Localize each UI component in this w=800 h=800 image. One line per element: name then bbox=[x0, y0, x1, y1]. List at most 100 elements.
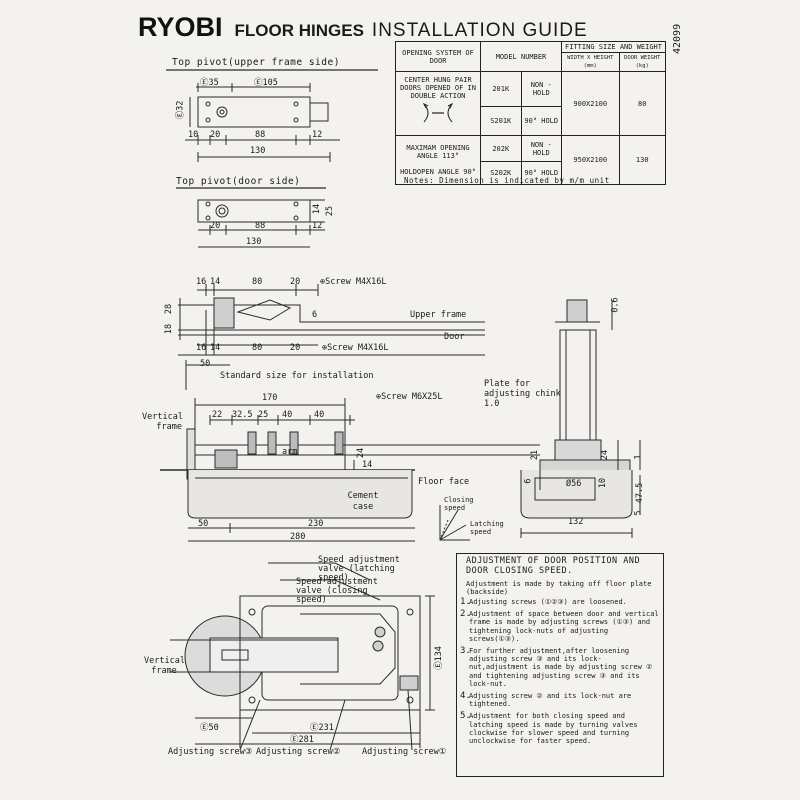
dim-side-1: 1 bbox=[633, 454, 644, 460]
group2-desc-cell: MAXIMAM OPENING ANGLE 113° HOLDOPEN ANGL… bbox=[395, 135, 481, 185]
adjusting-screw-3-label: Adjusting screw③ bbox=[168, 747, 253, 757]
dim-10: 10 bbox=[188, 130, 199, 140]
dim-door-14: 14 bbox=[312, 203, 323, 215]
dim-12: 12 bbox=[312, 130, 323, 140]
step-text: Adjusting screws (①②③) are loosened. bbox=[469, 598, 627, 606]
adjusting-screw-2-label: Adjusting screw② bbox=[256, 747, 341, 757]
dim-case-14: 14 bbox=[362, 460, 373, 470]
dim-50: 50 bbox=[200, 359, 211, 369]
group2-size: 950X2100 bbox=[561, 135, 620, 185]
dimension-note: Notes: Dimension is indicated by m/m uni… bbox=[404, 176, 610, 185]
dim-side-10: 10 bbox=[598, 477, 609, 489]
valve-latching-label: Speed adjustment valve (latching speed) bbox=[318, 555, 400, 583]
dim-side-6: 6 bbox=[523, 478, 534, 484]
adjustment-step: 4.Adjusting screw ② and its lock-nut are… bbox=[460, 691, 660, 708]
dim-side-47-5: 47.5 bbox=[635, 482, 646, 504]
dim-170: 170 bbox=[262, 393, 278, 403]
dim-6: 6 bbox=[312, 310, 318, 320]
dim-side-24: 24 bbox=[600, 449, 611, 461]
plate-label: Plate for adjusting chink 1.0 bbox=[484, 379, 561, 409]
dim-16: 16 bbox=[196, 277, 207, 287]
double-action-icon bbox=[422, 102, 454, 123]
plan-vertical-frame-label: Vertical frame bbox=[144, 656, 185, 676]
vertical-frame-label: Vertical frame bbox=[142, 412, 183, 432]
hold-201k: NON -HOLD bbox=[520, 71, 562, 107]
adjustment-panel bbox=[456, 553, 664, 777]
adjustment-steps: 1.Adjusting screws (①②③) are loosened. 2… bbox=[460, 597, 660, 749]
step-number: 4. bbox=[460, 691, 471, 702]
case-elevation-drawing bbox=[160, 398, 540, 542]
group2-desc-b: HOLDOPEN ANGLE 90° bbox=[400, 168, 476, 176]
dim-35: Ⓔ35 bbox=[200, 78, 219, 88]
adjustment-step: 2.Adjustment of space between door and v… bbox=[460, 610, 660, 643]
dim-20: 20 bbox=[210, 130, 221, 140]
valve-closing-label: Speed adjustment valve (closing speed) bbox=[296, 577, 378, 605]
dim-side-5: 5 bbox=[633, 510, 644, 516]
model-s202k: S202K bbox=[480, 161, 522, 185]
adjustment-step: 5.Adjustment for both closing speed and … bbox=[460, 712, 660, 745]
dim-door-20: 20 bbox=[210, 221, 221, 231]
dim-plan-281: Ⓔ281 bbox=[290, 735, 314, 745]
dim-22: 22 bbox=[212, 410, 223, 420]
closing-speed-label: Closing speed bbox=[444, 496, 474, 512]
dim-88: 88 bbox=[255, 130, 266, 140]
top-pivot-upper-drawing bbox=[166, 69, 378, 162]
step-number: 1. bbox=[460, 597, 471, 607]
dim-case-24: 24 bbox=[356, 447, 367, 459]
dim-16b: 16 bbox=[196, 343, 207, 353]
dim-door-88: 88 bbox=[255, 221, 266, 231]
dim-0-6: 0.6 bbox=[610, 297, 621, 313]
cement-case-label: Cement case bbox=[347, 491, 379, 512]
arm-label: arm bbox=[282, 447, 298, 457]
dim-40a: 40 bbox=[282, 410, 293, 420]
dim-20b: 20 bbox=[290, 277, 301, 287]
dim-plan-231: Ⓔ231 bbox=[310, 723, 334, 733]
step-number: 5. bbox=[460, 711, 471, 722]
adjusting-screw-1-label: Adjusting screw① bbox=[362, 747, 447, 757]
dim-105: Ⓔ105 bbox=[254, 78, 278, 88]
dim-plan-134: Ⓔ134 bbox=[433, 646, 444, 670]
dim-32-5: 32.5 bbox=[232, 410, 253, 420]
dim-case-280: 280 bbox=[290, 532, 306, 542]
dim-14b: 14 bbox=[210, 343, 221, 353]
group1-desc: CENTER HUNG PAIR DOORS OPENED OF IN DOUB… bbox=[400, 76, 476, 100]
group2-desc-a: MAXIMAM OPENING ANGLE 113° bbox=[406, 144, 470, 160]
dim-side-56: Ø56 bbox=[566, 479, 582, 489]
model-s201k: S201K bbox=[480, 106, 522, 136]
dim-80: 80 bbox=[252, 277, 263, 287]
dim-14: 14 bbox=[210, 277, 221, 287]
door-label: Door bbox=[444, 332, 465, 342]
brand-logo: RYOBI bbox=[138, 12, 223, 42]
hold-s201k: 90° HOLD bbox=[520, 106, 562, 136]
dim-door-130: 130 bbox=[246, 237, 262, 247]
dim-case-50: 50 bbox=[198, 519, 209, 529]
hold-s202k: 90° HOLD bbox=[520, 161, 562, 185]
hold-202k: NON -HOLD bbox=[520, 135, 562, 162]
screw-top-label: ⊕Screw M4X16L bbox=[320, 277, 387, 287]
dim-door-12: 12 bbox=[312, 221, 323, 231]
step-text: For further adjustment,after loosening a… bbox=[469, 647, 653, 688]
spec-table: OPENING SYSTEM OF DOOR MODEL NUMBER FITT… bbox=[395, 41, 667, 185]
group2-weight: 130 bbox=[618, 135, 667, 185]
adjustment-title: ADJUSTMENT OF DOOR POSITION AND DOOR CLO… bbox=[466, 556, 641, 576]
adjustment-step: 3.For further adjustment,after loosening… bbox=[460, 647, 660, 688]
step-text: Adjustment of space between door and ver… bbox=[469, 610, 659, 643]
group1-desc-cell: CENTER HUNG PAIR DOORS OPENED OF IN DOUB… bbox=[395, 71, 481, 136]
dim-side-21: 21 bbox=[530, 449, 541, 461]
dim-case-230: 230 bbox=[308, 519, 324, 529]
title-top-pivot-door: Top pivot(door side) bbox=[176, 176, 301, 187]
title-bold: FLOOR HINGES bbox=[234, 21, 364, 40]
head-model: MODEL NUMBER bbox=[480, 41, 562, 72]
step-number: 2. bbox=[460, 609, 471, 620]
dim-40b: 40 bbox=[314, 410, 325, 420]
adjustment-step: 1.Adjusting screws (①②③) are loosened. bbox=[460, 597, 660, 607]
dim-20c: 20 bbox=[290, 343, 301, 353]
side-section-drawing bbox=[520, 299, 641, 538]
latching-speed-label: Latching speed bbox=[470, 520, 504, 536]
standard-size-label: Standard size for installation bbox=[220, 371, 374, 381]
dim-25: 25 bbox=[258, 410, 269, 420]
dim-door-25: 25 bbox=[325, 205, 336, 217]
head-opening: OPENING SYSTEM OF DOOR bbox=[395, 41, 481, 72]
